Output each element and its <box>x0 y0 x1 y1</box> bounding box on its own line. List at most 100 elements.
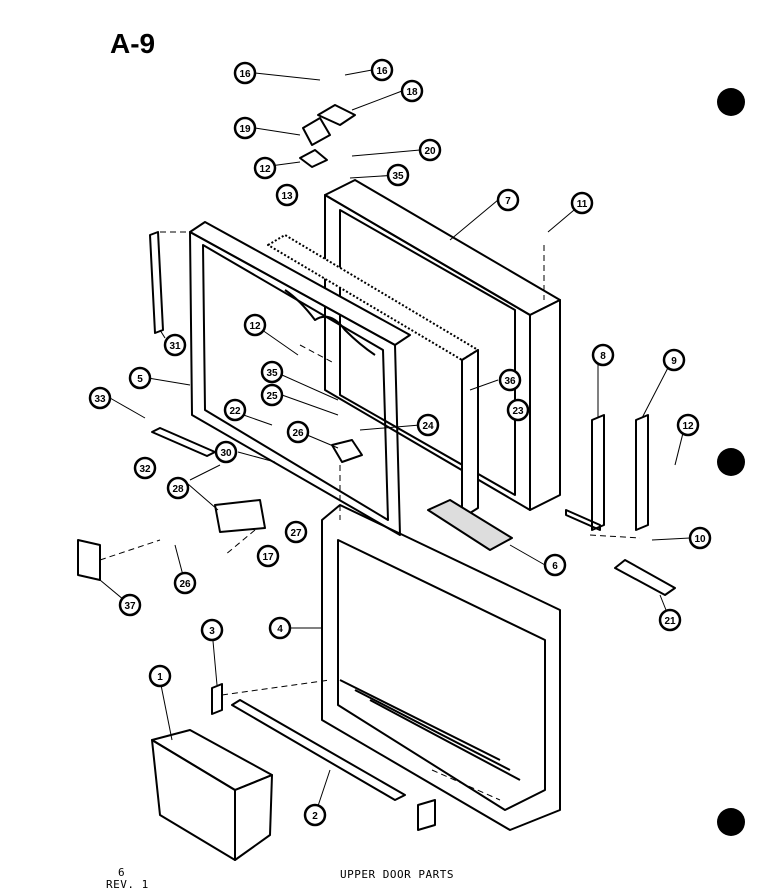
svg-text:3: 3 <box>209 626 215 637</box>
svg-text:12: 12 <box>259 164 271 175</box>
callout-3: 3 <box>200 618 224 642</box>
guide-lines <box>99 231 641 801</box>
svg-text:21: 21 <box>664 616 676 627</box>
callout-10: 10 <box>688 526 712 550</box>
svg-text:9: 9 <box>671 356 677 367</box>
callout-17-top: 16 <box>233 61 257 85</box>
door-liner-part <box>321 504 561 831</box>
callout-31: 31 <box>163 333 187 357</box>
svg-text:23: 23 <box>512 406 524 417</box>
callout-13: 12 <box>243 313 267 337</box>
page-number: 6 <box>118 866 126 879</box>
callout-21: 21 <box>658 608 682 632</box>
bracket-left-part <box>591 414 605 531</box>
callout-24: 24 <box>416 413 440 437</box>
hinge-bracket-part <box>214 499 266 533</box>
svg-text:22: 22 <box>229 406 241 417</box>
trim-strip-part <box>231 699 406 801</box>
callout-25: 25 <box>260 383 284 407</box>
callout-14: 12 <box>253 156 277 180</box>
callout-22: 22 <box>223 398 247 422</box>
breaker-strip-part <box>267 234 479 519</box>
callout-16-top: 16 <box>370 58 394 82</box>
svg-text:17: 17 <box>262 552 274 563</box>
callout-7: 7 <box>496 188 520 212</box>
callout-17-mid: 17 <box>256 544 280 568</box>
callout-35-top: 35 <box>386 163 410 187</box>
callout-4: 4 <box>268 616 292 640</box>
gasket-part <box>189 221 411 536</box>
bin-part <box>151 729 273 861</box>
svg-text:18: 18 <box>406 87 418 98</box>
callout-2: 2 <box>303 803 327 827</box>
callout-11: 12 <box>676 413 700 437</box>
hinge-plate-part <box>302 117 331 146</box>
svg-text:30: 30 <box>220 448 232 459</box>
svg-text:11: 11 <box>577 199 588 210</box>
svg-text:36: 36 <box>504 376 516 387</box>
hinge-cover-part <box>77 539 101 581</box>
bracket-right-part <box>635 414 649 531</box>
svg-text:33: 33 <box>94 394 106 405</box>
callout-9: 9 <box>662 348 686 372</box>
svg-text:1: 1 <box>157 672 163 683</box>
binder-hole-bottom <box>717 808 745 836</box>
shelf-bracket-part <box>614 559 676 596</box>
svg-text:10: 10 <box>694 534 706 545</box>
callout-20: 20 <box>418 138 442 162</box>
svg-text:26: 26 <box>179 579 191 590</box>
binder-hole-top <box>717 88 745 116</box>
svg-text:8: 8 <box>600 351 606 362</box>
svg-text:13: 13 <box>281 191 293 202</box>
svg-text:27: 27 <box>290 528 302 539</box>
callout-33: 33 <box>88 386 112 410</box>
callout-26-mid: 26 <box>286 420 310 444</box>
hinge-upper-part <box>317 104 356 126</box>
svg-text:24: 24 <box>422 421 434 432</box>
bottom-strip-part <box>151 427 216 457</box>
svg-text:32: 32 <box>139 464 151 475</box>
revision-label: REV. 1 <box>106 878 149 891</box>
callout-23: 23 <box>506 398 530 422</box>
foam-block-part <box>427 499 513 551</box>
callout-6: 6 <box>543 553 567 577</box>
svg-text:35: 35 <box>266 368 278 379</box>
clip-part <box>211 683 223 715</box>
callout-27: 27 <box>284 520 308 544</box>
callout-1: 1 <box>148 664 172 688</box>
svg-text:2: 2 <box>312 811 318 822</box>
strip-part <box>149 231 164 334</box>
hinge-lower-part <box>331 439 363 463</box>
callout-19: 19 <box>233 116 257 140</box>
callouts: 16 16 18 19 20 12 35 13 7 11 12 31 8 9 3… <box>88 58 712 827</box>
svg-text:25: 25 <box>266 391 278 402</box>
callout-36: 36 <box>498 368 522 392</box>
svg-text:16: 16 <box>376 66 388 77</box>
callout-18: 18 <box>400 79 424 103</box>
callout-28: 28 <box>166 476 190 500</box>
end-cap-part <box>417 799 436 831</box>
door-frame-part <box>324 179 561 511</box>
page-code: A-9 <box>110 28 156 59</box>
shim-part <box>299 149 328 168</box>
callout-15: 13 <box>275 183 299 207</box>
svg-text:35: 35 <box>392 171 404 182</box>
svg-text:5: 5 <box>137 374 143 385</box>
svg-text:26: 26 <box>292 428 304 439</box>
callout-12: 11 <box>570 191 594 215</box>
svg-text:12: 12 <box>682 421 694 432</box>
svg-text:28: 28 <box>172 484 184 495</box>
svg-text:6: 6 <box>552 561 558 572</box>
callout-8: 8 <box>591 343 615 367</box>
diagram-caption: UPPER DOOR PARTS <box>340 868 454 881</box>
svg-text:4: 4 <box>277 624 283 635</box>
callout-35-mid: 35 <box>260 360 284 384</box>
svg-text:12: 12 <box>249 321 261 332</box>
callout-5: 5 <box>128 366 152 390</box>
svg-text:19: 19 <box>239 124 251 135</box>
svg-text:31: 31 <box>169 341 181 352</box>
svg-text:37: 37 <box>124 601 136 612</box>
callout-37: 37 <box>118 593 142 617</box>
